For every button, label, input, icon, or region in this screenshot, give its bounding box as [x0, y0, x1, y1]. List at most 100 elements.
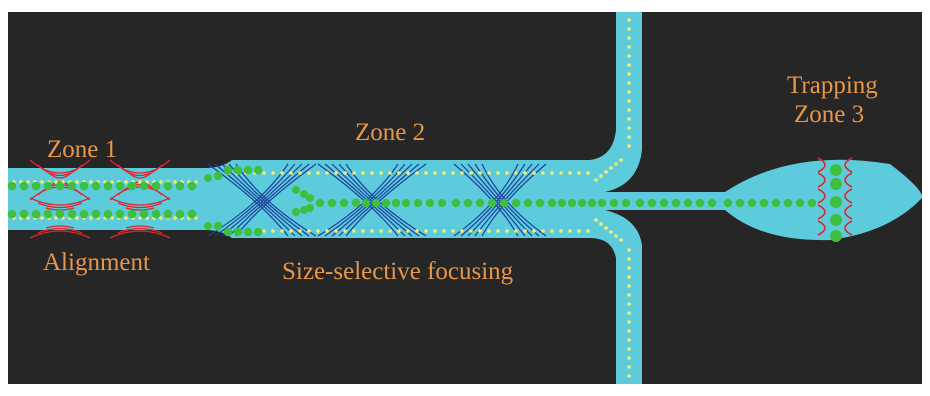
small-particle: [609, 230, 613, 234]
large-particle: [391, 198, 401, 208]
large-particle: [213, 221, 223, 231]
small-particle: [627, 63, 631, 67]
small-particle: [478, 229, 482, 233]
small-particle: [75, 180, 79, 184]
small-particle: [110, 180, 114, 184]
large-particle: [783, 198, 793, 208]
small-particle: [469, 229, 473, 233]
small-particle: [379, 171, 383, 175]
zone2-label: Zone 2: [355, 119, 425, 146]
small-particle: [460, 171, 464, 175]
small-particle: [397, 229, 401, 233]
trap-field-line: [844, 188, 853, 204]
large-particle: [381, 198, 391, 208]
trap-field-line: [844, 172, 853, 188]
large-particle: [523, 198, 533, 208]
small-particle: [594, 178, 598, 182]
small-particle: [599, 222, 603, 226]
small-particle: [352, 171, 356, 175]
large-particle: [830, 214, 842, 226]
large-particle: [139, 181, 149, 191]
trap-field-line: [844, 204, 853, 220]
trap-field-line: [844, 157, 853, 173]
trap-field-line: [817, 204, 826, 220]
small-particle: [424, 229, 428, 233]
trap-field-line: [817, 157, 826, 173]
large-particle: [830, 178, 842, 190]
small-particle: [298, 229, 302, 233]
large-particle: [292, 186, 300, 194]
small-particle: [514, 171, 518, 175]
small-particle: [406, 229, 410, 233]
large-particle: [425, 198, 435, 208]
large-particle: [151, 181, 161, 191]
large-particle: [7, 209, 17, 219]
small-particle: [627, 302, 631, 306]
small-particle: [289, 229, 293, 233]
large-particle: [306, 194, 314, 202]
small-particle: [627, 374, 631, 378]
small-particle: [627, 365, 631, 369]
trap-field-line: [844, 220, 853, 236]
small-particle: [325, 171, 329, 175]
small-particle: [442, 229, 446, 233]
small-particle: [505, 229, 509, 233]
large-particle: [127, 181, 137, 191]
small-particle: [26, 180, 30, 184]
large-particle: [327, 198, 337, 208]
small-particle: [194, 216, 198, 220]
zone1-field-line: [29, 197, 91, 206]
small-particle: [138, 216, 142, 220]
large-particle: [213, 171, 223, 181]
small-particle: [523, 229, 527, 233]
small-particle: [334, 229, 338, 233]
zone1-field-line: [45, 225, 75, 229]
small-particle: [627, 257, 631, 261]
small-particle: [514, 229, 518, 233]
large-particle: [7, 181, 17, 191]
large-particle: [243, 165, 253, 175]
small-particle: [619, 238, 623, 242]
alignment-label: Alignment: [43, 249, 150, 276]
large-particle: [19, 209, 29, 219]
large-particle: [597, 198, 607, 208]
small-particle: [173, 180, 177, 184]
small-particle: [532, 171, 536, 175]
small-particle: [424, 171, 428, 175]
small-particle: [334, 171, 338, 175]
large-particle: [55, 181, 65, 191]
large-particle: [659, 198, 669, 208]
large-particle: [163, 209, 173, 219]
large-particle: [31, 209, 41, 219]
small-particles: [12, 18, 631, 378]
small-particle: [496, 229, 500, 233]
small-particle: [541, 229, 545, 233]
large-particle: [830, 196, 842, 208]
zone1-field-line: [37, 227, 83, 234]
small-particle: [26, 216, 30, 220]
large-particle: [557, 198, 567, 208]
zone1-label: Zone 1: [47, 136, 117, 163]
small-particle: [568, 171, 572, 175]
large-particle: [43, 209, 53, 219]
large-particle: [707, 198, 717, 208]
large-particle: [55, 209, 65, 219]
large-particle: [67, 209, 77, 219]
large-particle: [300, 190, 308, 198]
large-particle: [371, 198, 381, 208]
small-particle: [262, 229, 266, 233]
small-particle: [604, 226, 608, 230]
trap-field-line: [817, 172, 826, 188]
large-particle: [79, 209, 89, 219]
large-particle: [139, 209, 149, 219]
zone1-field-line: [117, 202, 163, 209]
small-particle: [40, 180, 44, 184]
small-particle: [619, 158, 623, 162]
large-particle: [487, 198, 497, 208]
large-particle: [807, 198, 817, 208]
small-particle: [415, 171, 419, 175]
small-particle: [568, 229, 572, 233]
small-particle: [627, 248, 631, 252]
small-particle: [173, 216, 177, 220]
